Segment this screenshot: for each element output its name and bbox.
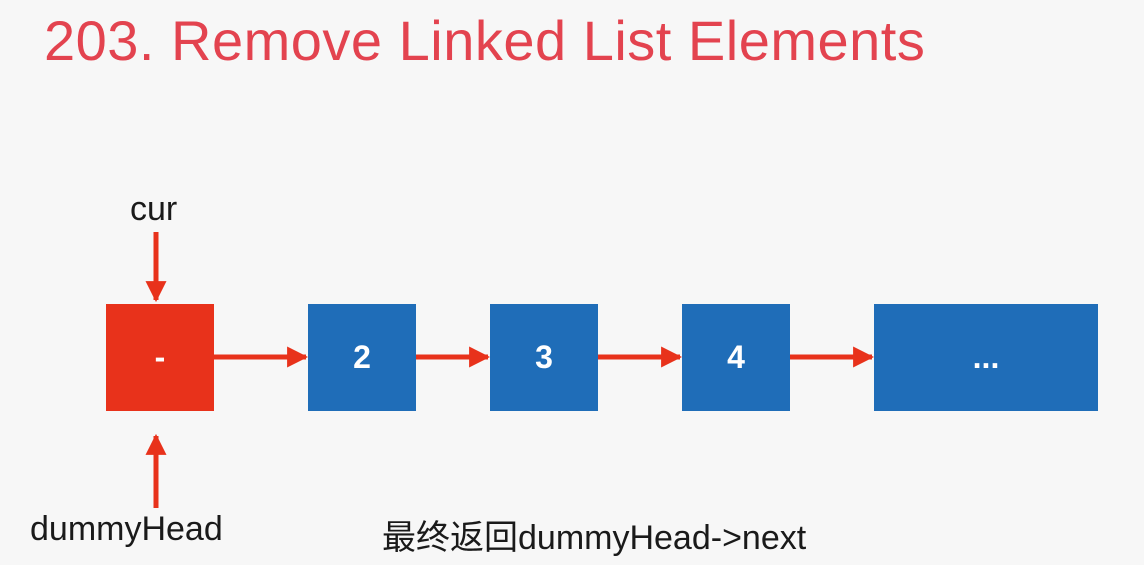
list-node: 2 bbox=[308, 304, 416, 411]
page-title: 203. Remove Linked List Elements bbox=[44, 9, 926, 72]
cur-label: cur bbox=[130, 190, 178, 228]
list-node: 4 bbox=[682, 304, 790, 411]
list-node-ellipsis: ... bbox=[874, 304, 1098, 411]
list-node: 3 bbox=[490, 304, 598, 411]
dummy-head-label: dummyHead bbox=[30, 510, 223, 548]
dummy-node: - bbox=[106, 304, 214, 411]
result-note: 最终返回dummyHead->next bbox=[382, 519, 807, 557]
